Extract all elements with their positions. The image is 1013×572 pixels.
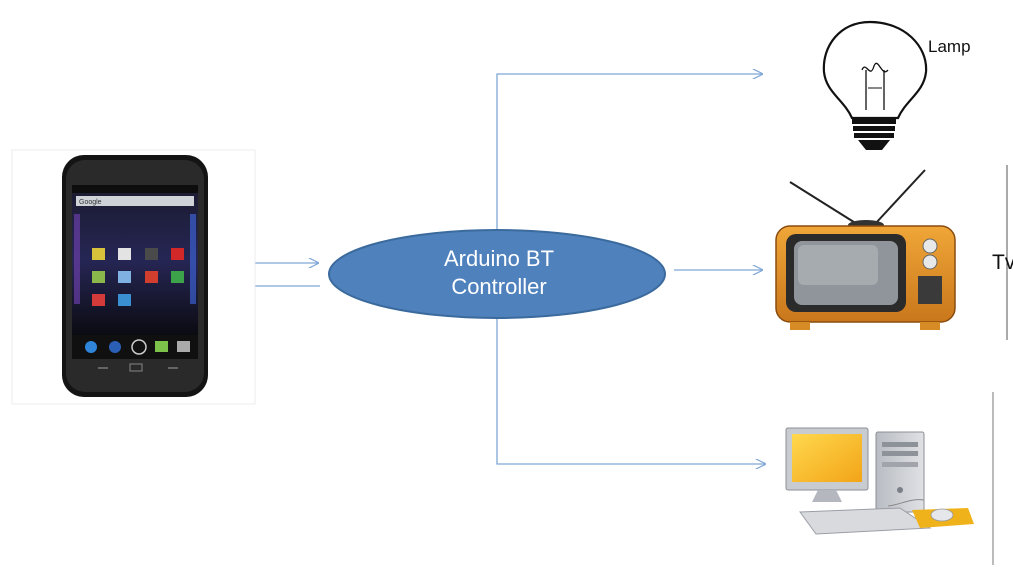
lamp-label: Lamp (928, 37, 971, 56)
tv-label: Tv (992, 251, 1013, 274)
phone-search-text: Google (79, 199, 102, 206)
app-grid (92, 248, 184, 306)
arduino-controller-node (328, 229, 666, 319)
controller-to-computer-connector (496, 318, 765, 464)
light-bulb-icon (822, 20, 928, 150)
desktop-computer-icon (785, 427, 974, 535)
controller-to-lamp-connector (496, 74, 762, 240)
retro-television-icon (775, 169, 956, 330)
smartphone-icon: Google (11, 149, 256, 405)
connector-lines (228, 74, 765, 464)
